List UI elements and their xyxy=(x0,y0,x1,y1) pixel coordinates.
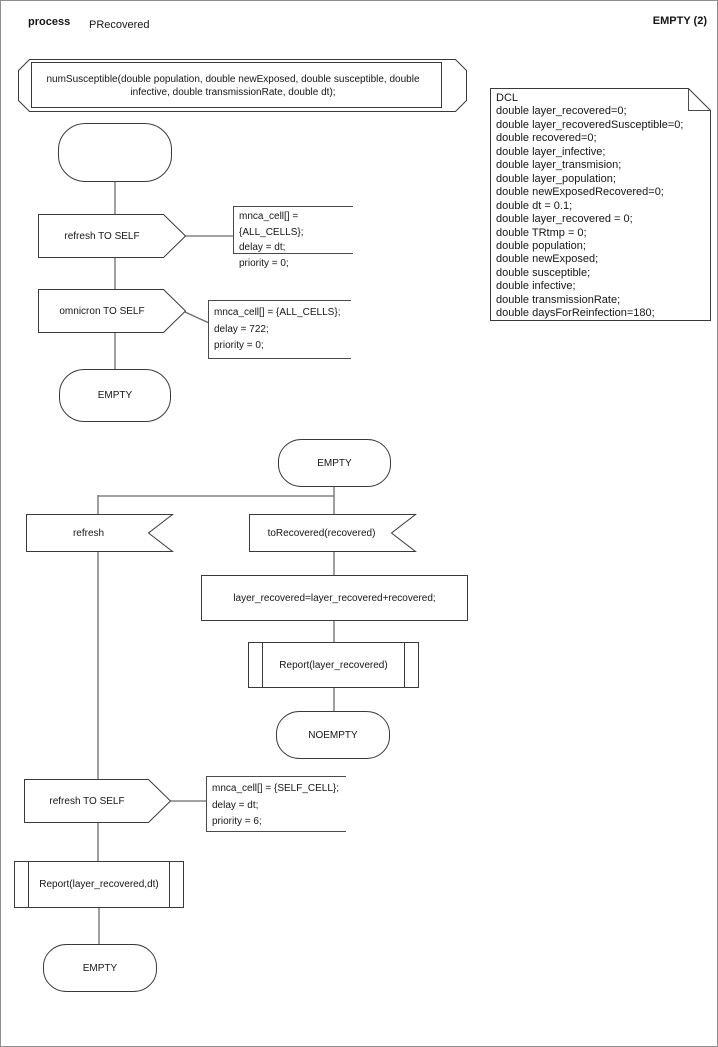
input-refresh-label: refresh xyxy=(72,527,105,539)
text-symbol-fold-corner xyxy=(688,88,711,111)
diagram-kind-label: process xyxy=(28,16,71,28)
state-empty-label: EMPTY xyxy=(317,457,352,469)
comment-omnicron-text: mnca_cell[] = {ALL_CELLS}; delay = 722; … xyxy=(214,307,341,351)
procedure-call-symbol-report-dt xyxy=(14,861,184,908)
task-label: layer_recovered=layer_recovered+recovere… xyxy=(233,592,436,604)
procedure-declaration-inner-border xyxy=(31,62,442,108)
output-omnicron-to-self-label: omnicron TO SELF xyxy=(59,305,145,317)
connector-lines xyxy=(97,182,335,945)
input-symbol-torecovered xyxy=(249,514,417,552)
comment-symbol xyxy=(206,776,346,832)
task-symbol xyxy=(201,575,468,621)
text-symbol-declarations xyxy=(490,88,711,321)
state-empty-label: EMPTY xyxy=(97,390,133,401)
declarations-text: DCL double layer_recovered=0; double lay… xyxy=(496,92,684,320)
output-refresh-to-self-label: refresh TO SELF xyxy=(49,795,125,807)
state-symbol-empty xyxy=(278,439,391,487)
start-state-symbol xyxy=(58,123,172,182)
input-symbol-refresh xyxy=(26,514,174,552)
page-reference-label: EMPTY (2) xyxy=(652,15,707,27)
output-symbol-refresh-to-self xyxy=(24,779,172,823)
output-refresh-to-self-label: refresh TO SELF xyxy=(64,230,140,242)
procedure-declaration-symbol xyxy=(18,59,467,112)
state-symbol-empty xyxy=(59,369,171,422)
comment-symbol xyxy=(208,300,351,359)
procedure-call-symbol-report xyxy=(248,642,419,688)
input-torecovered-label: toRecovered(recovered) xyxy=(267,527,376,539)
comment-refresh-text: mnca_cell[] = {ALL_CELLS}; delay = dt; p… xyxy=(239,211,304,269)
comment-symbol xyxy=(233,206,353,254)
state-symbol-empty xyxy=(43,944,157,992)
output-symbol-refresh-to-self xyxy=(38,214,187,258)
procedure-signature-text: numSusceptible(double population, double… xyxy=(46,73,420,98)
state-symbol-noempty xyxy=(276,711,390,759)
connector-comment-link xyxy=(184,311,210,324)
state-noempty-label: NOEMPTY xyxy=(308,729,358,741)
state-empty-label: EMPTY xyxy=(82,962,118,974)
comment-refresh-self-text: mnca_cell[] = {SELF_CELL}; delay = dt; p… xyxy=(212,783,340,827)
output-symbol-omnicron-to-self xyxy=(38,289,187,333)
procedure-report-dt-label: Report(layer_recovered,dt) xyxy=(39,878,159,890)
process-name-label: PRecovered xyxy=(89,19,150,31)
procedure-report-label: Report(layer_recovered) xyxy=(279,659,388,671)
